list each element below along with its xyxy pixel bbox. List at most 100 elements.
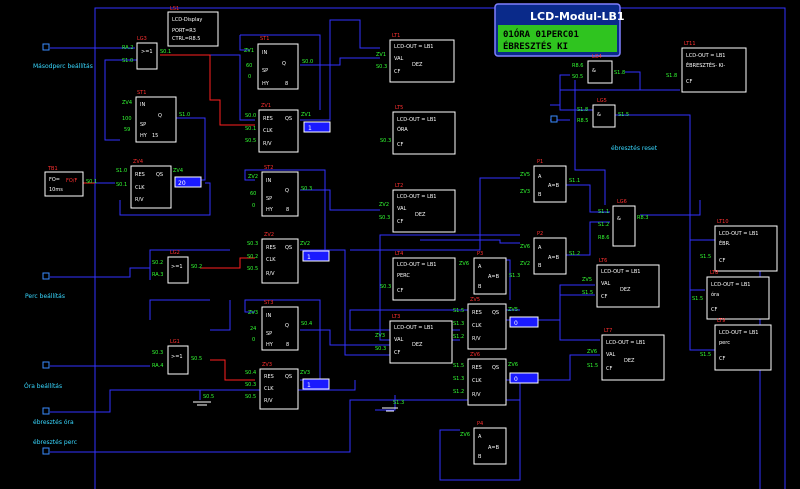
lcd-out-lt8[interactable]: LT8 LCD-OUT = LB1 óra CF S1.5 bbox=[692, 270, 770, 320]
svg-text:ZV3: ZV3 bbox=[375, 333, 385, 339]
svg-text:S0.3: S0.3 bbox=[380, 138, 391, 144]
svg-text:Q: Q bbox=[158, 113, 162, 119]
svg-text:R8.6: R8.6 bbox=[598, 235, 609, 241]
svg-text:S0.3: S0.3 bbox=[375, 346, 386, 352]
svg-text:LT1: LT1 bbox=[392, 33, 400, 39]
svg-text:CTRL=R8.5: CTRL=R8.5 bbox=[172, 36, 200, 42]
svg-text:HY: HY bbox=[266, 207, 274, 213]
lcd-out-lt6[interactable]: LT6 LCD-OUT = LB1 VAL CF DEZ ZV5 S1.5 bbox=[582, 258, 660, 308]
input-ora[interactable]: Óra beállítás bbox=[24, 361, 62, 390]
svg-text:QS: QS bbox=[285, 245, 292, 251]
block-ls1[interactable]: LS1 LCD-Display PORT=R3 CTRL=R8.5 bbox=[167, 6, 219, 47]
counter-zv4[interactable]: ZV4 RES QS CLK R/V S1.0 S0.1 ZV4 20 bbox=[116, 159, 202, 209]
block-st-zv1[interactable]: ST1 IN Q SP HY 8 ZV1 S0.0 60 0 bbox=[244, 36, 313, 90]
block-st1-top[interactable]: ST1 IN Q SP HY 15 ZV4 S1.0 100 59 bbox=[122, 90, 190, 143]
svg-text:DEZ: DEZ bbox=[412, 62, 423, 68]
lcd-out-lt7[interactable]: LT7 LCD-OUT = LB1 VAL CF DEZ ZV6 S1.5 bbox=[587, 328, 665, 381]
counter-zv5[interactable]: ZV5 RES QS CLK R/V S1.5 S1.3 S1.2 ZV5 0 bbox=[453, 297, 539, 350]
svg-text:FO=: FO= bbox=[49, 177, 60, 183]
svg-text:ZV2: ZV2 bbox=[264, 232, 274, 238]
svg-text:ZV3: ZV3 bbox=[248, 310, 258, 316]
svg-text:LCD-OUT = LB1: LCD-OUT = LB1 bbox=[606, 340, 646, 346]
counter-zv1[interactable]: ZV1 RES QS CLK R/V S0.0 S0.1 S0.5 ZV1 1 bbox=[245, 103, 331, 153]
svg-text:DEZ: DEZ bbox=[624, 358, 635, 364]
svg-text:&: & bbox=[617, 216, 621, 222]
svg-text:QS: QS bbox=[492, 310, 499, 316]
svg-text:QS: QS bbox=[285, 374, 292, 380]
comparator-p1[interactable]: P1 A B A=B ZV5 ZV3 S1.1 bbox=[520, 159, 580, 203]
svg-text:RES: RES bbox=[472, 365, 482, 371]
lcd-out-lt11[interactable]: LT11 LCD-OUT = LB1 ÉBRESZTÉS- KI- CF S1.… bbox=[666, 41, 747, 93]
comparator-p4[interactable]: P4 A B A=B ZV6 bbox=[460, 421, 507, 465]
svg-text:LCD-OUT = LB1: LCD-OUT = LB1 bbox=[397, 194, 437, 200]
lcd-row-2: ÉBRESZTÉS KI bbox=[503, 40, 568, 52]
svg-text:CF: CF bbox=[606, 366, 612, 372]
svg-text:Q: Q bbox=[282, 61, 286, 67]
comparator-p3[interactable]: P3 A B A=B ZV6 S1.3 bbox=[459, 251, 520, 295]
comparator-p2[interactable]: P2 A B A=B ZV6 ZV2 S1.2 bbox=[520, 231, 580, 275]
svg-text:B: B bbox=[478, 284, 482, 290]
svg-text:HY: HY bbox=[266, 342, 274, 348]
svg-text:S1.0: S1.0 bbox=[116, 168, 127, 174]
svg-text:S1.3: S1.3 bbox=[393, 400, 404, 406]
lcd-out-lt4[interactable]: LT4 LCD-OUT = LB1 PERC CF S0.3 bbox=[380, 251, 456, 301]
svg-text:S1.5: S1.5 bbox=[692, 296, 703, 302]
input-perc[interactable]: Perc beállítás bbox=[25, 272, 65, 300]
svg-text:R/V: R/V bbox=[266, 271, 275, 277]
svg-text:>=1: >=1 bbox=[141, 49, 153, 55]
gate-lg3[interactable]: LG3 >=1 RA.2 S1.0 S0.1 bbox=[122, 36, 171, 70]
svg-text:CLK: CLK bbox=[264, 386, 274, 392]
input-ebr-ora[interactable]: ébresztés óra bbox=[33, 407, 74, 426]
lcd-out-lt10[interactable]: LT10 LCD-OUT = LB1 ÉBR. CF S1.5 bbox=[700, 219, 778, 272]
svg-text:S0.1: S0.1 bbox=[160, 49, 171, 55]
lcd-out-lt5[interactable]: LT5 LCD-OUT = LB1 ÓRA CF S0.3 bbox=[380, 105, 456, 155]
counter-zv6[interactable]: ZV6 RES QS CLK R/V S1.5 S1.3 S1.2 ZV6 0 bbox=[453, 352, 539, 406]
svg-text:LCD-OUT = LB1: LCD-OUT = LB1 bbox=[686, 53, 726, 59]
gate-lg4[interactable]: LG4 & R8.6 S0.5 S1.8 bbox=[572, 54, 625, 84]
ground-s13: S1.3 bbox=[382, 400, 404, 412]
svg-text:CF: CF bbox=[719, 356, 725, 362]
input-ebr-reset[interactable]: ébresztés reset bbox=[550, 115, 658, 152]
svg-text:P2: P2 bbox=[537, 231, 543, 237]
gate-lg2[interactable]: LG2 >=1 S0.2 RA.3 S0.2 bbox=[152, 250, 202, 284]
svg-text:S1.2: S1.2 bbox=[453, 389, 464, 395]
svg-text:8: 8 bbox=[285, 81, 288, 87]
svg-text:R8.5: R8.5 bbox=[577, 118, 588, 124]
gate-lg5[interactable]: LG5 & S1.8 R8.5 S1.5 bbox=[577, 98, 629, 128]
svg-text:LT9: LT9 bbox=[717, 318, 725, 324]
svg-text:S1.5: S1.5 bbox=[700, 254, 711, 260]
svg-text:FO/F: FO/F bbox=[66, 178, 77, 184]
svg-text:S0.5: S0.5 bbox=[572, 74, 583, 80]
svg-text:CLK: CLK bbox=[472, 323, 482, 329]
svg-text:CF: CF bbox=[394, 350, 400, 356]
red-wiring bbox=[80, 54, 255, 381]
svg-text:CLK: CLK bbox=[263, 128, 273, 134]
block-tb1[interactable]: TB1 FO= 10ms FO/F S0.1 bbox=[44, 166, 97, 197]
input-ebr-perc[interactable]: ébresztés perc bbox=[33, 439, 77, 455]
svg-text:LCD-OUT = LB1: LCD-OUT = LB1 bbox=[397, 117, 437, 123]
gate-lg6[interactable]: LG6 & S1.1 S1.2 R8.6 R8.3 bbox=[598, 199, 648, 247]
svg-text:LCD-OUT = LB1: LCD-OUT = LB1 bbox=[394, 325, 434, 331]
svg-text:LG5: LG5 bbox=[597, 98, 607, 104]
svg-text:S0.1: S0.1 bbox=[245, 126, 256, 132]
svg-text:100: 100 bbox=[122, 116, 132, 122]
block-st-zv2[interactable]: ST2 IN Q SP HY 8 ZV2 S0.3 60 0 bbox=[248, 165, 312, 217]
lcd-out-lt1[interactable]: LT1 LCD-OUT = LB1 VAL CF DEZ ZV1 S0.3 bbox=[376, 33, 455, 83]
svg-text:S0.2: S0.2 bbox=[247, 254, 258, 260]
counter-value: 1 bbox=[307, 254, 311, 261]
svg-text:S0.2: S0.2 bbox=[191, 264, 202, 270]
lcd-out-lt3[interactable]: LT3 LCD-OUT = LB1 VAL CF DEZ ZV3 S0.3 bbox=[375, 314, 453, 364]
svg-text:>=1: >=1 bbox=[171, 264, 183, 270]
block-st-zv3[interactable]: ST3 IN Q SP HY 8 ZV3 S0.4 24 0 bbox=[248, 300, 312, 351]
lcd-out-lt2[interactable]: LT2 LCD-OUT = LB1 VAL CF DEZ ZV2 S0.3 bbox=[379, 183, 456, 233]
input-masodperc[interactable]: Másodperc beállítás bbox=[33, 43, 93, 70]
counter-zv2[interactable]: ZV2 RES QS CLK R/V S0.3 S0.2 S0.5 ZV2 1 bbox=[247, 232, 330, 284]
counter-zv3[interactable]: ZV3 RES QS CLK R/V S0.4 S0.3 S0.5 ZV3 1 bbox=[245, 362, 330, 410]
svg-text:8: 8 bbox=[286, 207, 289, 213]
svg-text:R/V: R/V bbox=[264, 398, 273, 404]
svg-text:S1.5: S1.5 bbox=[582, 290, 593, 296]
svg-text:DEZ: DEZ bbox=[412, 342, 423, 348]
lcd-out-lt9[interactable]: LT9 LCD-OUT = LB1 perc CF S1.5 bbox=[700, 318, 772, 371]
gate-lg1[interactable]: LG1 >=1 S0.3 RA.4 S0.5 bbox=[152, 339, 202, 375]
svg-text:QS: QS bbox=[156, 172, 163, 178]
